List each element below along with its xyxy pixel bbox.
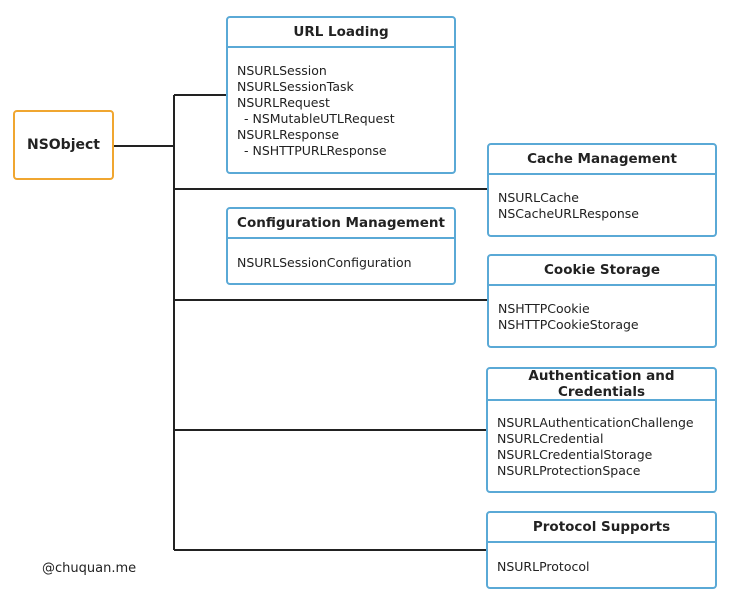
cookie-storage-title: Cookie Storage bbox=[489, 256, 715, 286]
authentication-items: NSURLAuthenticationChallenge NSURLCreden… bbox=[488, 401, 715, 479]
url-loading-item: - NSHTTPURLResponse bbox=[244, 143, 387, 158]
url-loading-box: URL Loading NSURLSession NSURLSessionTas… bbox=[226, 16, 456, 174]
authentication-title: Authentication and Credentials bbox=[488, 369, 715, 401]
url-loading-item: NSURLResponse bbox=[237, 127, 340, 142]
cache-management-box: Cache Management NSURLCache NSCacheURLRe… bbox=[487, 143, 717, 237]
cookie-storage-item: NSHTTPCookieStorage bbox=[498, 317, 639, 332]
authentication-item: NSURLAuthenticationChallenge bbox=[497, 415, 694, 430]
authentication-box: Authentication and Credentials NSURLAuth… bbox=[486, 367, 717, 493]
url-loading-item: - NSMutableUTLRequest bbox=[244, 111, 395, 126]
authentication-item: NSURLProtectionSpace bbox=[497, 463, 641, 478]
cookie-storage-box: Cookie Storage NSHTTPCookie NSHTTPCookie… bbox=[487, 254, 717, 348]
url-loading-item: NSURLSessionTask bbox=[237, 79, 354, 94]
cache-management-title: Cache Management bbox=[489, 145, 715, 175]
cookie-storage-item: NSHTTPCookie bbox=[498, 301, 590, 316]
author-credit: @chuquan.me bbox=[42, 561, 137, 576]
authentication-item: NSURLCredentialStorage bbox=[497, 447, 653, 462]
protocol-supports-title: Protocol Supports bbox=[488, 513, 715, 543]
authentication-item: NSURLCredential bbox=[497, 431, 604, 446]
cache-management-item: NSCacheURLResponse bbox=[498, 206, 639, 221]
url-loading-title: URL Loading bbox=[228, 18, 454, 48]
url-loading-item: NSURLSession bbox=[237, 63, 327, 78]
protocol-supports-item: NSURLProtocol bbox=[497, 559, 590, 574]
configuration-management-items: NSURLSessionConfiguration bbox=[228, 239, 454, 271]
nsobject-node: NSObject bbox=[13, 110, 114, 180]
protocol-supports-items: NSURLProtocol bbox=[488, 543, 715, 575]
url-loading-item: NSURLRequest bbox=[237, 95, 330, 110]
configuration-management-box: Configuration Management NSURLSessionCon… bbox=[226, 207, 456, 285]
configuration-management-item: NSURLSessionConfiguration bbox=[237, 255, 412, 270]
cache-management-item: NSURLCache bbox=[498, 190, 579, 205]
cookie-storage-items: NSHTTPCookie NSHTTPCookieStorage bbox=[489, 286, 715, 333]
nsobject-label: NSObject bbox=[26, 137, 100, 153]
protocol-supports-box: Protocol Supports NSURLProtocol bbox=[486, 511, 717, 589]
url-loading-items: NSURLSession NSURLSessionTask NSURLReque… bbox=[228, 48, 454, 159]
configuration-management-title: Configuration Management bbox=[228, 209, 454, 239]
cache-management-items: NSURLCache NSCacheURLResponse bbox=[489, 175, 715, 222]
